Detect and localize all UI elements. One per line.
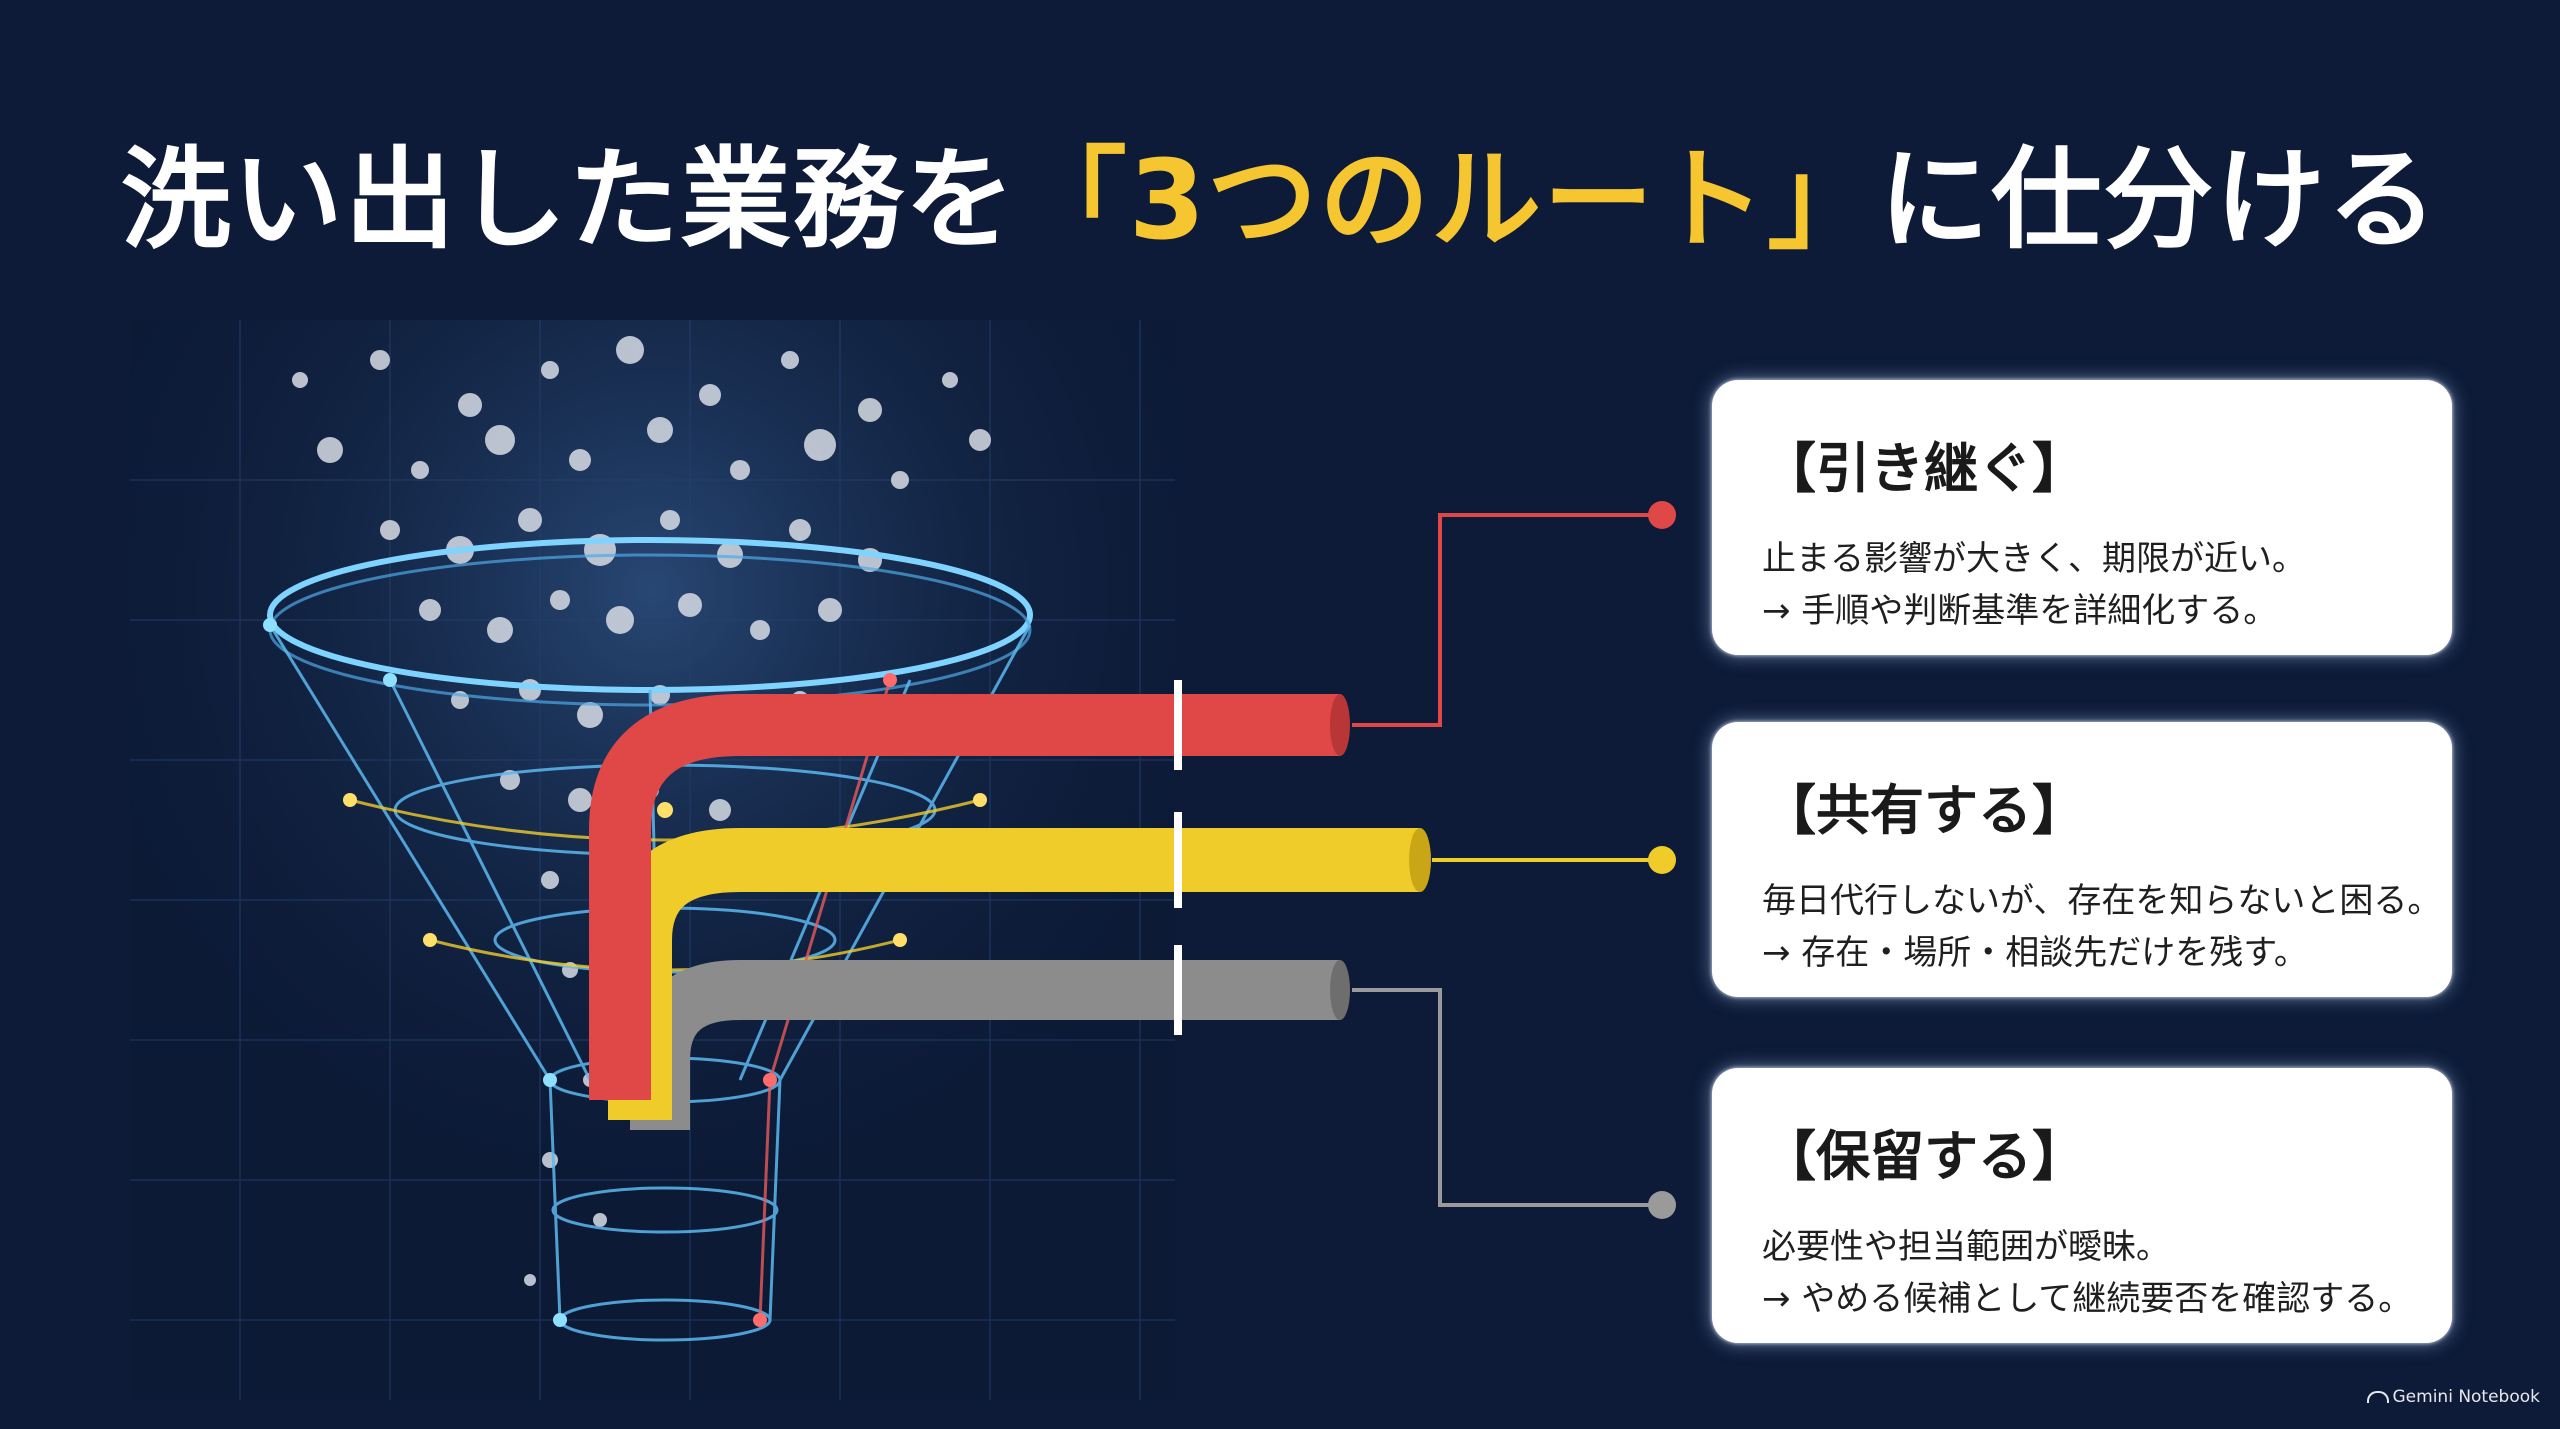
watermark-text: Gemini Notebook <box>2392 1387 2541 1407</box>
route-card-hold: 【保留する】 必要性や担当範囲が曖昧。 → やめる候補として継続要否を確認する。 <box>1712 1068 2452 1343</box>
route-description: 毎日代行しないが、存在を知らないと困る。 <box>1762 881 2442 921</box>
route-description: 止まる影響が大きく、期限が近い。 <box>1762 539 2306 579</box>
connector-dot-yellow <box>1648 846 1676 874</box>
route-heading: 【共有する】 <box>1762 779 2086 842</box>
page-title: 洗い出した業務を「3つのルート」に仕分ける <box>0 110 2560 270</box>
route-heading: 【引き継ぐ】 <box>1762 437 2086 500</box>
connector-gray <box>1352 988 1662 1207</box>
route-action: → やめる候補として継続要否を確認する。 <box>1762 1279 2413 1319</box>
route-action: → 存在・場所・相談先だけを残す。 <box>1762 933 2308 973</box>
route-description: 必要性や担当範囲が曖昧。 <box>1762 1227 2170 1267</box>
title-suffix: に仕分ける <box>1879 136 2440 264</box>
route-heading: 【保留する】 <box>1762 1125 2086 1188</box>
watermark-badge: Gemini Notebook <box>2366 1387 2541 1407</box>
title-prefix: 洗い出した業務を <box>120 136 1017 264</box>
title-highlight: 「3つのルート」 <box>1016 136 1880 264</box>
route-card-hand-over: 【引き継ぐ】 止まる影響が大きく、期限が近い。 → 手順や判断基準を詳細化する。 <box>1712 380 2452 655</box>
route-action: → 手順や判断基準を詳細化する。 <box>1762 591 2278 631</box>
connector-red <box>1352 513 1662 727</box>
connector-dot-gray <box>1648 1191 1676 1219</box>
notebook-logo-icon <box>2366 1391 2389 1403</box>
pipe-red <box>589 694 1340 1100</box>
connector-dot-red <box>1648 501 1676 529</box>
pipe-gray <box>630 960 1340 1130</box>
route-card-share: 【共有する】 毎日代行しないが、存在を知らないと困る。 → 存在・場所・相談先だ… <box>1712 722 2452 997</box>
